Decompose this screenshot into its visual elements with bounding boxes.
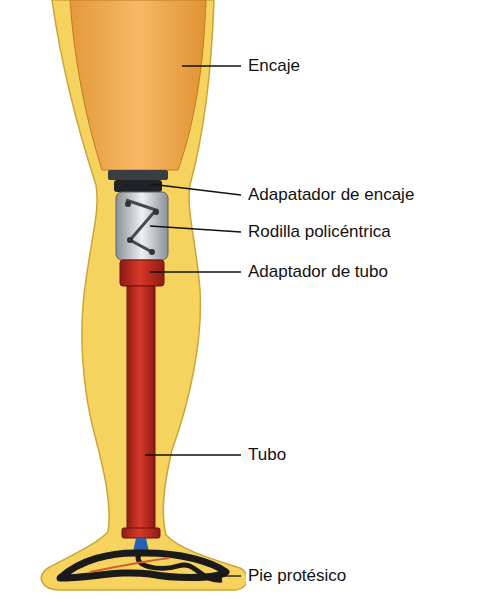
foot-label: Pie protésico [246,566,348,586]
socket-label: Encaje [246,56,302,76]
knee-label: Rodilla policéntrica [246,222,393,242]
adapter-label: Adapatador de encaje [246,185,416,205]
tube-adapter-label: Adaptador de tubo [246,262,390,282]
tube-label: Tubo [246,445,288,465]
leader-lines [145,66,241,576]
